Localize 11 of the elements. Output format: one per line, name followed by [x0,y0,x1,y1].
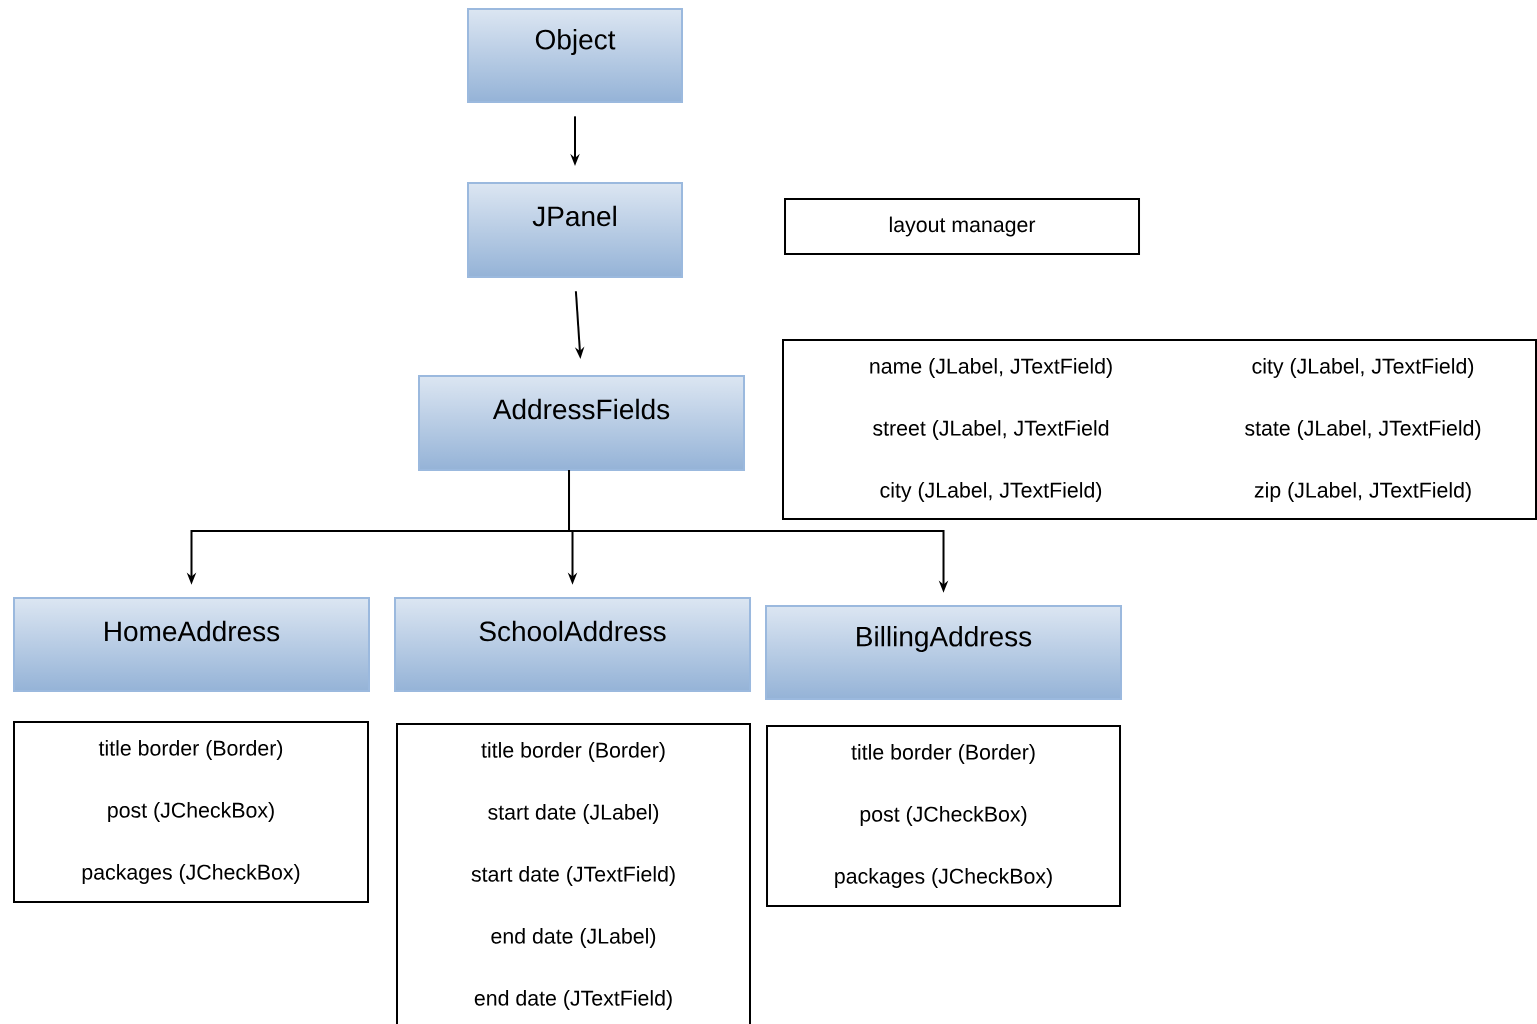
member-list-box: title border (Border) post (JCheckBox) packages (JCheckBox) [13,721,369,903]
class-box: AddressFields [418,375,745,471]
class-box: SchoolAddress [394,597,751,692]
class-box: BillingAddress [765,605,1122,700]
member-list-box: title border (Border) start date (JLabel) start date (JTextField) end date (JLabel) end date (JTextField) [396,723,751,1024]
class-box: Object [467,8,683,103]
label-box: layout manager [784,198,1140,255]
class-box: HomeAddress [13,597,370,692]
member-list-box: title border (Border) post (JCheckBox) packages (JCheckBox) [766,725,1121,907]
member-list-box: name (JLabel, JTextField) city (JLabel, JTextField) street (JLabel, JTextField state (JLabel, JTextField) city (JLabel, JTextField) zip (JLabel, JTextField) [782,339,1537,520]
class-box: JPanel [467,182,683,278]
